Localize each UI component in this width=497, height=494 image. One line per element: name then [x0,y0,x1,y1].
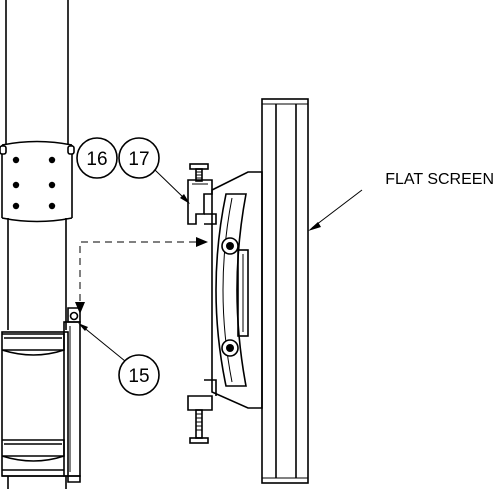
movement-arrow [75,237,208,314]
part-15-label: 15 [128,366,149,387]
bracket-part-15 [63,307,81,483]
callout-17 [118,137,190,204]
part-16-label: 16 [86,149,107,170]
callout-16 [76,137,118,179]
hook-bracket-upper [187,163,213,225]
flat-screen-leader [308,189,363,231]
mounting-plate [204,171,263,409]
pole [0,0,75,489]
hook-bracket-lower [187,395,213,444]
callout-15 [78,323,160,396]
pole-clamp [1,331,69,477]
flat-screen [261,98,309,484]
part-17-label: 17 [128,149,149,170]
flat-screen-label: FLAT SCREEN [385,171,494,188]
